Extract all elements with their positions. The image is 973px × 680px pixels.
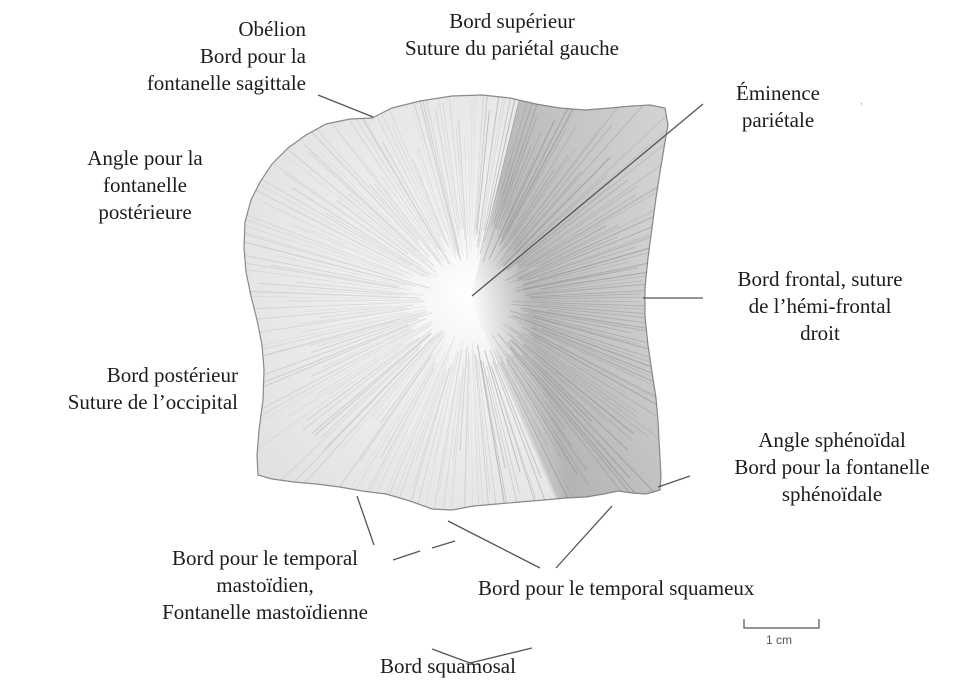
label-bord-frontal: Bord frontal, suture de l’hémi-frontal d… xyxy=(702,266,938,347)
leader-squameux-right xyxy=(556,506,612,568)
scale-bar xyxy=(744,619,819,628)
label-bord-superieur: Bord supérieur Suture du pariétal gauche xyxy=(359,8,665,62)
stray-mark: , xyxy=(860,96,863,107)
label-angle-sphenoidal: Angle sphénoïdal Bord pour la fontanelle… xyxy=(698,427,966,508)
leader-mastoidien-1 xyxy=(357,496,374,545)
label-temporal-mastoidien: Bord pour le temporal mastoïdien, Fontan… xyxy=(120,545,410,626)
scale-bar-label: 1 cm xyxy=(766,633,792,647)
label-eminence-parietale: Éminence pariétale xyxy=(703,80,853,134)
label-bord-posterieur: Bord postérieur Suture de l’occipital xyxy=(68,362,238,416)
leader-obelion xyxy=(318,95,373,117)
label-obelion: Obélion Bord pour la fontanelle sagittal… xyxy=(147,16,306,97)
label-bord-squamosal: Bord squamosal xyxy=(380,653,516,680)
label-temporal-squameux: Bord pour le temporal squameux xyxy=(478,575,754,602)
leader-mastoidien-3 xyxy=(432,541,455,548)
leader-angle-sphenoidal xyxy=(658,476,690,487)
leader-squameux-left xyxy=(448,521,540,568)
label-angle-fontanelle-posterieure: Angle pour la fontanelle postérieure xyxy=(50,145,240,226)
